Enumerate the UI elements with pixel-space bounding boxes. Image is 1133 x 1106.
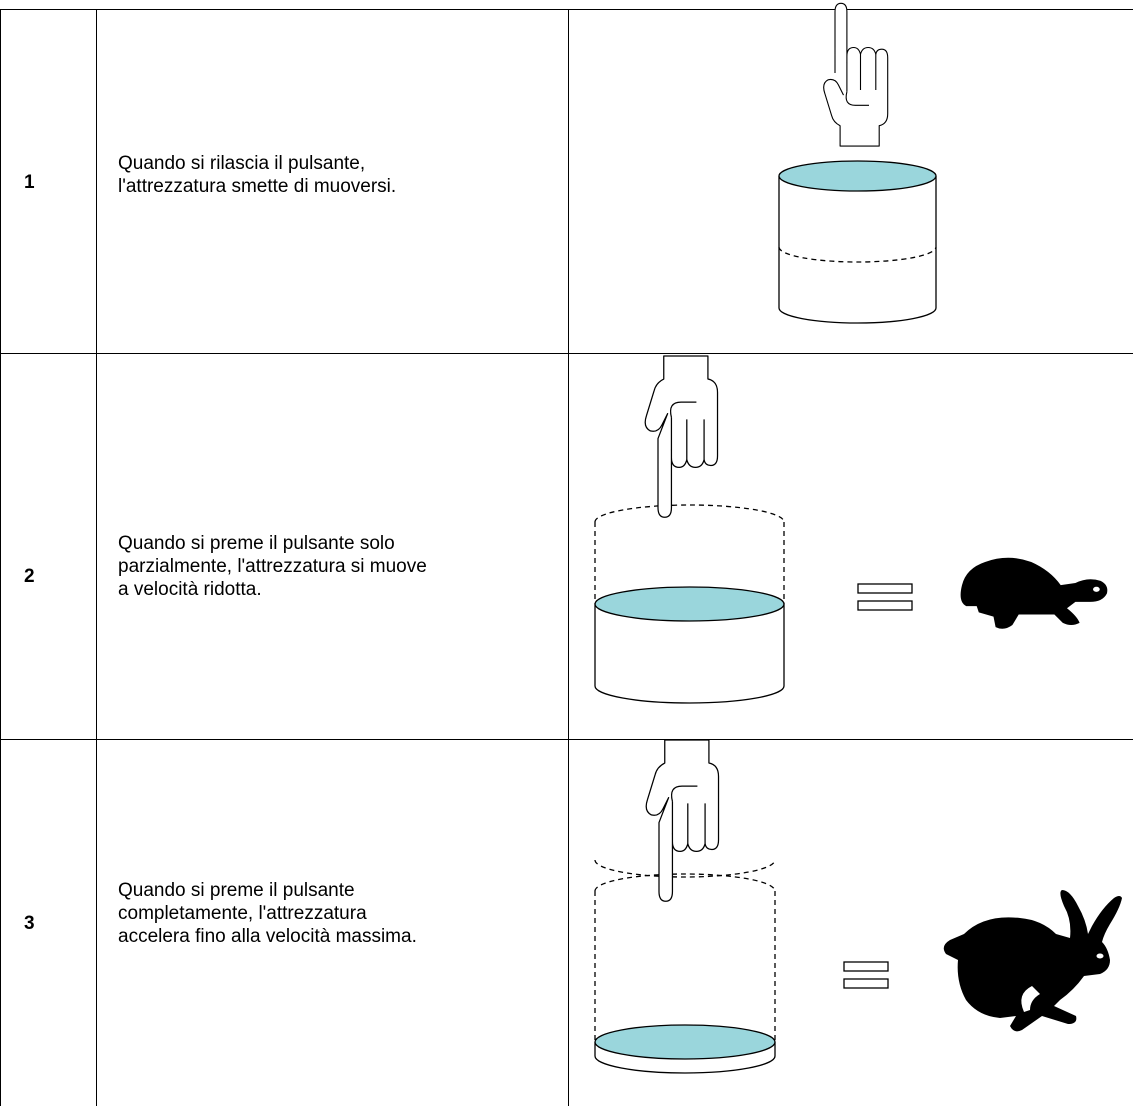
hand-up-icon [823,2,889,147]
full-press-illustration [594,739,1122,1074]
step-number: 1 [24,172,35,193]
description-line: Quando si preme il pulsante [118,880,355,901]
description-line: parzialmente, l'attrezzatura si muove [118,556,427,577]
equals-icon [843,961,889,989]
description-line: Quando si rilascia il pulsante, [118,153,366,174]
description-line: l'attrezzatura smette di muoversi. [118,176,397,197]
hand-pointing-down-icon [644,355,719,518]
turtle-icon [960,557,1108,629]
step-description: Quando si preme il pulsante solo parzial… [118,532,558,601]
description-line: a velocità ridotta. [118,579,262,600]
button-top [778,160,937,192]
equals-icon [857,583,913,611]
partial-press-illustration [594,355,1108,704]
description-line: Quando si preme il pulsante solo [118,533,395,554]
step-description: Quando si preme il pulsante completament… [118,879,558,948]
released-button-illustration [778,2,937,324]
description-line: accelera fino alla velocità massima. [118,926,417,947]
button-top [594,586,785,622]
step-number: 3 [24,913,35,934]
step-description: Quando si rilascia il pulsante, l'attrez… [118,152,558,198]
button-top [594,1024,776,1060]
description-line: completamente, l'attrezzatura [118,903,367,924]
rabbit-icon [943,890,1122,1032]
step-number: 2 [24,566,35,587]
